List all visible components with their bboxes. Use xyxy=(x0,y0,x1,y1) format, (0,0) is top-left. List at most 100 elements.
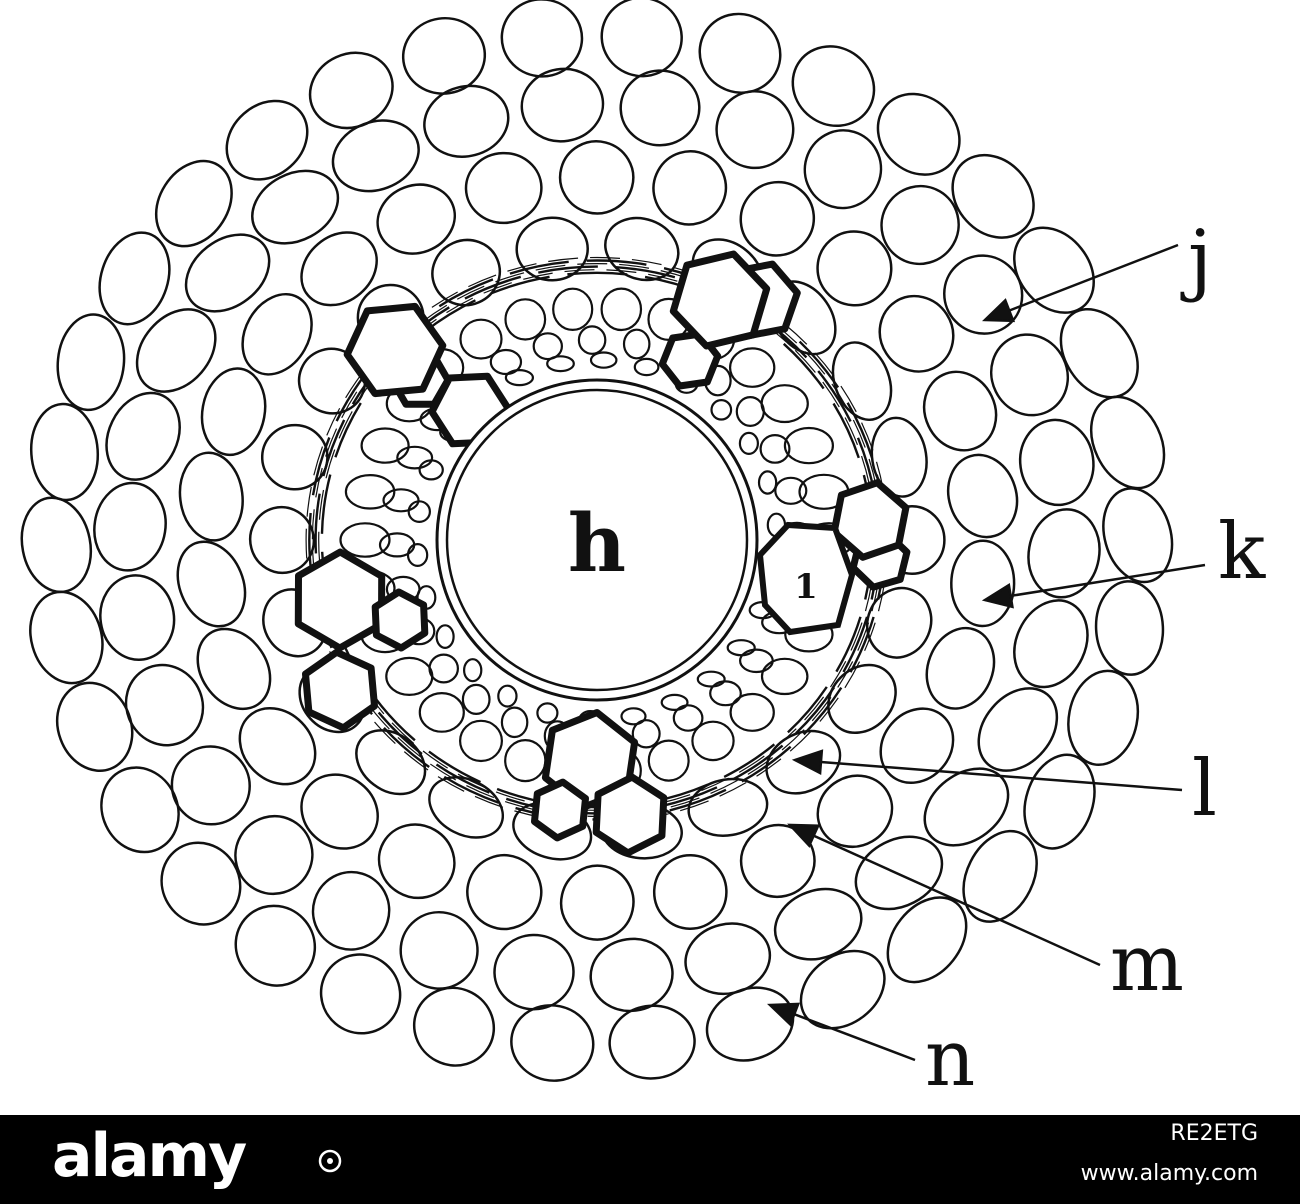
cortex-cell xyxy=(135,308,217,393)
label-pointers xyxy=(767,243,1206,1062)
stele-cell xyxy=(729,692,775,732)
stele-cell xyxy=(461,683,491,716)
cortex-cell xyxy=(865,586,933,659)
cortex-cell xyxy=(1102,487,1174,584)
protoxylem-vessel xyxy=(756,521,856,636)
cortex-cell xyxy=(355,729,427,796)
pointer-arrowhead-j xyxy=(982,298,1016,323)
cortex-cell xyxy=(1013,599,1089,689)
cortex-cell xyxy=(160,841,242,926)
cortex-cell xyxy=(184,233,271,313)
cortex-cell xyxy=(234,904,317,987)
cortex-cell xyxy=(154,159,233,248)
cortex-cell xyxy=(773,887,863,961)
cortex-cell xyxy=(715,90,795,170)
stele-cell xyxy=(552,287,594,331)
cortex-cell xyxy=(170,745,251,826)
cortex-cell xyxy=(20,496,93,594)
cortex-cell xyxy=(608,1004,696,1080)
stele-cell xyxy=(504,298,547,341)
cortex-cell xyxy=(765,729,842,795)
cortex-cell xyxy=(319,953,402,1035)
stele-cell xyxy=(783,426,835,465)
cortex-cell xyxy=(251,169,340,245)
cortex-cell xyxy=(176,540,247,628)
stele-cell xyxy=(418,692,465,733)
stele-cell xyxy=(406,542,429,567)
cortex-cell xyxy=(816,230,893,307)
cortex-cell xyxy=(238,707,317,786)
cortex-cell xyxy=(431,238,502,307)
image-id-label: RE2ETG xyxy=(1170,1121,1258,1146)
cortex-cell xyxy=(29,590,104,685)
label-n: n xyxy=(925,1014,975,1104)
pointer-arrowhead-k xyxy=(981,583,1014,609)
label-k: k xyxy=(1218,507,1266,597)
stele-cell xyxy=(760,384,809,424)
cortex-cell xyxy=(698,12,782,94)
cortex-cell xyxy=(399,910,479,990)
cortex-cell xyxy=(412,986,496,1067)
cortex-cell xyxy=(300,231,378,307)
stele-cell xyxy=(546,355,575,373)
pointer-arrowhead-m xyxy=(787,823,821,848)
cortex-cell xyxy=(946,453,1019,539)
cortex-cell xyxy=(241,293,313,376)
stele-cell xyxy=(633,357,660,377)
stele-cell xyxy=(536,702,559,724)
stele-cell xyxy=(729,347,776,388)
cortex-cell xyxy=(178,451,244,542)
stele-cell xyxy=(672,704,704,732)
cortex-cell xyxy=(1059,307,1139,399)
xylem-cell xyxy=(343,302,447,398)
cortex-cell xyxy=(739,180,816,257)
cortex-cell xyxy=(854,835,944,911)
stele-cell xyxy=(344,473,396,510)
cortex-cell xyxy=(423,84,510,158)
cortex-cell xyxy=(876,92,961,176)
cross-section-drawing: h 1 j k l m n xyxy=(20,0,1266,1104)
cortex-cell xyxy=(1023,753,1096,850)
cortex-cell xyxy=(739,823,816,898)
cortex-cell xyxy=(1089,395,1166,490)
cortex-cell xyxy=(925,626,996,710)
cortex-cell xyxy=(225,99,309,181)
stele-cell xyxy=(360,427,410,464)
pointer-arrowhead-n xyxy=(767,1002,801,1027)
xylem-cell xyxy=(531,778,589,842)
stele-cell xyxy=(757,470,778,495)
cortex-cell xyxy=(99,574,176,662)
cortex-cell xyxy=(1094,580,1165,676)
pointer-arrowhead-l xyxy=(791,749,824,775)
xylem-cell xyxy=(830,479,910,561)
cortex-cell xyxy=(803,129,883,210)
cortex-cell xyxy=(922,370,998,452)
label-l: l xyxy=(1192,744,1217,834)
cortex-cell xyxy=(29,402,100,502)
cortex-cell xyxy=(105,391,181,481)
stele-cell xyxy=(396,445,434,470)
stele-cell xyxy=(738,431,760,455)
cortex-cell xyxy=(943,254,1024,335)
stele-cell xyxy=(504,369,535,387)
stele-cell xyxy=(774,476,808,505)
stele-cell xyxy=(385,656,434,697)
cortex-cell xyxy=(98,231,171,326)
cortex-cell xyxy=(886,896,968,984)
xylem-cell xyxy=(669,250,771,350)
cortex-cell xyxy=(799,949,886,1030)
stele-cell xyxy=(735,396,765,428)
stele-cell xyxy=(631,719,661,749)
cortex-cell xyxy=(311,870,391,951)
cortex-cell xyxy=(791,45,876,128)
cortex-cell xyxy=(124,663,205,747)
stele-cell xyxy=(759,434,791,464)
cortex-cell xyxy=(558,140,635,215)
stele-cell xyxy=(428,653,459,684)
stele-cell xyxy=(647,739,690,782)
xylem-cell xyxy=(302,648,378,732)
stele-cell xyxy=(622,328,651,360)
cortex-cell xyxy=(1018,418,1095,507)
cortex-cell xyxy=(880,184,960,266)
cortex-cell xyxy=(687,777,769,837)
